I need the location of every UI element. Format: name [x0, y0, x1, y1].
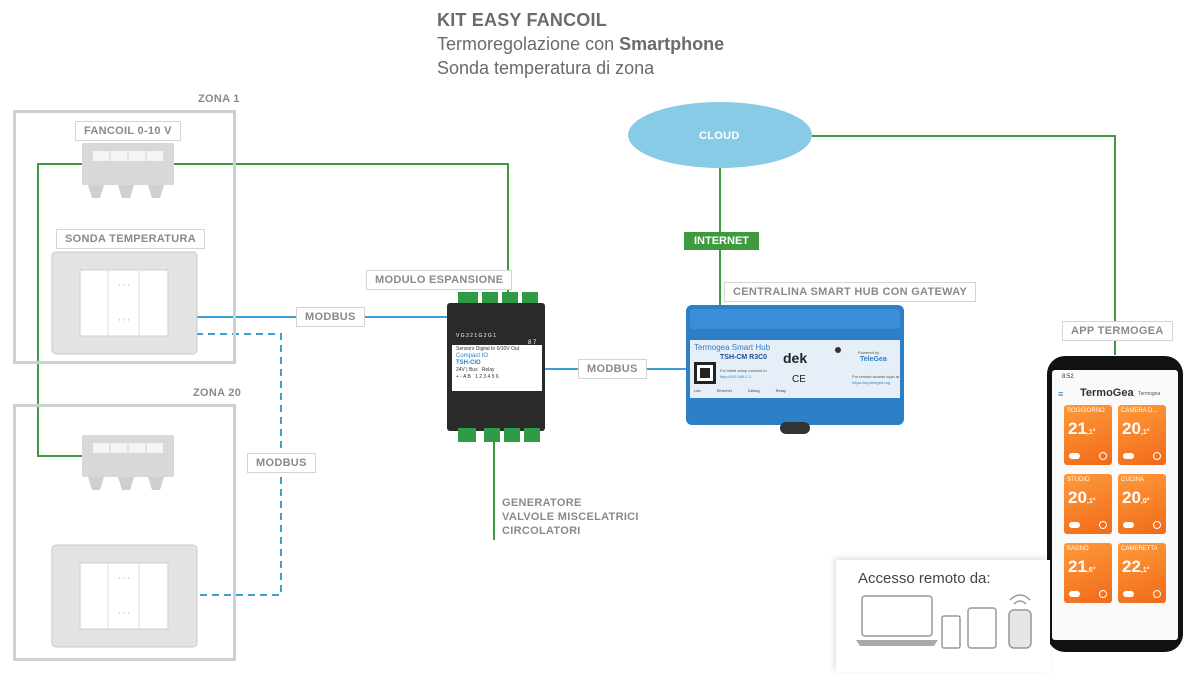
- sonda-label: SONDA TEMPERATURA: [56, 229, 205, 249]
- remote-access-panel: Accesso remoto da:: [836, 560, 1050, 672]
- subtitle-2: Sonda temperatura di zona: [437, 58, 655, 78]
- hub-setup-text: For initial setup connect to: [720, 368, 767, 373]
- zone-1-label: ZONA 1: [198, 93, 240, 105]
- telegea-logo: TeleGea: [860, 356, 887, 363]
- temperature-sensor-2: ∙ ∙ ∙ ∙ ∙ ∙: [51, 544, 198, 648]
- toggle-icon[interactable]: [1069, 453, 1080, 459]
- cloud-shape: [628, 102, 812, 168]
- svg-text:∙ ∙ ∙: ∙ ∙ ∙: [118, 573, 129, 582]
- modbus-label-left: MODBUS: [247, 453, 316, 473]
- room-tile-cameretta[interactable]: CAMERETTA 22,1°: [1118, 543, 1166, 603]
- svg-text:∙ ∙ ∙: ∙ ∙ ∙: [118, 315, 129, 324]
- centralina-label: CENTRALINA SMART HUB CON GATEWAY: [724, 282, 977, 302]
- svg-text:∙ ∙ ∙: ∙ ∙ ∙: [118, 280, 129, 289]
- hub-url: https://my.telegea.org: [852, 380, 891, 385]
- phone-app-name: TermoGea: [1080, 387, 1134, 399]
- toggle-icon[interactable]: [1069, 591, 1080, 597]
- toggle-icon[interactable]: [1123, 453, 1134, 459]
- toggle-icon[interactable]: [1123, 591, 1134, 597]
- hub-ip: http://192.168.1.1: [720, 374, 752, 379]
- modbus-label-top: MODBUS: [296, 307, 365, 327]
- app-termogea-label: APP TERMOGEA: [1062, 321, 1173, 341]
- modulo-espansione-label: MODULO ESPANSIONE: [366, 270, 513, 290]
- zone-1-frame: [13, 110, 236, 364]
- toggle-icon[interactable]: [1123, 522, 1134, 528]
- clock-icon: [1099, 452, 1107, 460]
- hub-name: Termogea Smart Hub: [694, 343, 771, 352]
- module-top-87: 8 7: [528, 340, 537, 346]
- zone-20-frame: [13, 404, 236, 661]
- toggle-icon[interactable]: [1069, 522, 1080, 528]
- hub-brand: dek: [783, 350, 808, 366]
- module-panel-text: Sensors Digital In 0/10V Out Compact IO …: [456, 346, 520, 380]
- clock-icon: [1153, 452, 1161, 460]
- phone-app-sub: Termogea: [1138, 391, 1161, 397]
- room-tile-studio[interactable]: STUDIO 20,1°: [1064, 474, 1112, 534]
- fancoil-unit-2: [82, 435, 174, 490]
- ce-mark: CE: [792, 374, 806, 385]
- modbus-label-mid: MODBUS: [578, 359, 647, 379]
- clock-icon: [1099, 590, 1107, 598]
- fancoil-to-module-line: [170, 163, 509, 297]
- clock-icon: [1099, 521, 1107, 529]
- svg-text:∙ ∙ ∙: ∙ ∙ ∙: [118, 608, 129, 617]
- modbus-dashed-line: [196, 333, 282, 596]
- temperature-sensor-1: ∙ ∙ ∙ ∙ ∙ ∙: [51, 251, 198, 355]
- hub-remote-text: For remote access login at: [852, 374, 900, 379]
- subtitle: Termoregolazione con Smartphone: [437, 34, 725, 54]
- main-title: KIT EASY FANCOIL: [437, 10, 607, 30]
- fancoil-unit-1: [82, 143, 174, 198]
- remote-access-title: Accesso remoto da:: [858, 570, 991, 587]
- fancoil-chain-line: [37, 163, 85, 457]
- hub-powered: Powered by: [858, 350, 880, 355]
- menu-icon: ≡: [1058, 389, 1064, 399]
- room-tile-camera[interactable]: CAMERA D... 20,1°: [1118, 405, 1166, 465]
- clock-icon: [1153, 590, 1161, 598]
- smart-hub: [686, 305, 904, 434]
- zone-20-label: ZONA 20: [193, 387, 242, 399]
- hub-ports: Lan Ethernet Debug Relay: [694, 388, 786, 393]
- fancoil-label: FANCOIL 0-10 V: [75, 121, 181, 141]
- room-tile-cucina[interactable]: CUCINA 20,0°: [1118, 474, 1166, 534]
- phone-time: 8:52: [1062, 374, 1074, 380]
- cloud-label: CLOUD: [699, 130, 740, 142]
- cloud-to-app-line: [812, 135, 1116, 355]
- module-top-terminals: V G 3 2 1 G 2 G 1: [456, 333, 497, 339]
- clock-icon: [1153, 521, 1161, 529]
- room-tile-soggiorno[interactable]: SOGGIORNO 21,1°: [1064, 405, 1112, 465]
- room-tile-bagno[interactable]: BAGNO 21,6°: [1064, 543, 1112, 603]
- internet-badge: INTERNET: [684, 232, 759, 250]
- generator-label: GENERATORE VALVOLE MISCELATRICI CIRCOLAT…: [502, 497, 639, 537]
- title-block: KIT EASY FANCOIL Termoregolazione con Sm…: [437, 10, 724, 79]
- green-connections: [37, 135, 1116, 540]
- expansion-module: [447, 292, 545, 442]
- hub-model: TSH-CM R3C0: [720, 354, 768, 361]
